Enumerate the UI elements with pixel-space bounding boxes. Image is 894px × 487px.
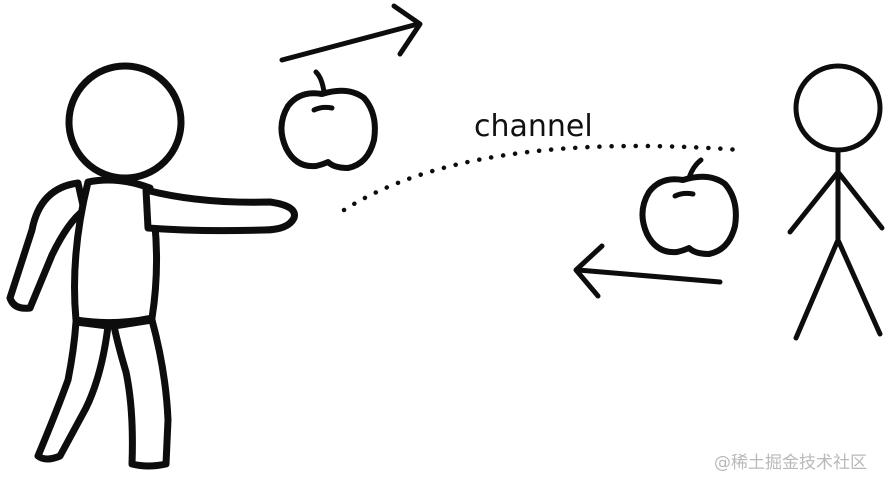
- large-person-figure: [6, 62, 298, 470]
- large-person-head: [65, 62, 185, 182]
- apple-icon: [639, 157, 739, 257]
- channel-label: channel: [474, 109, 593, 144]
- left-arrow-icon: [573, 243, 723, 299]
- stick-figure: [787, 63, 885, 341]
- large-person-left-arm: [6, 179, 88, 312]
- stick-figure-arms: [787, 169, 885, 235]
- large-person-right-arm: [142, 186, 298, 235]
- large-person-right-leg: [110, 316, 172, 470]
- right-arrow-icon: [279, 3, 423, 63]
- watermark-text: @稀土掘金技术社区: [714, 453, 867, 473]
- dotted-channel-path: [341, 143, 743, 213]
- apple-icon: [278, 69, 378, 171]
- large-person-left-leg: [34, 318, 112, 463]
- stick-figure-legs: [793, 237, 883, 341]
- stick-figure-head: [793, 63, 883, 153]
